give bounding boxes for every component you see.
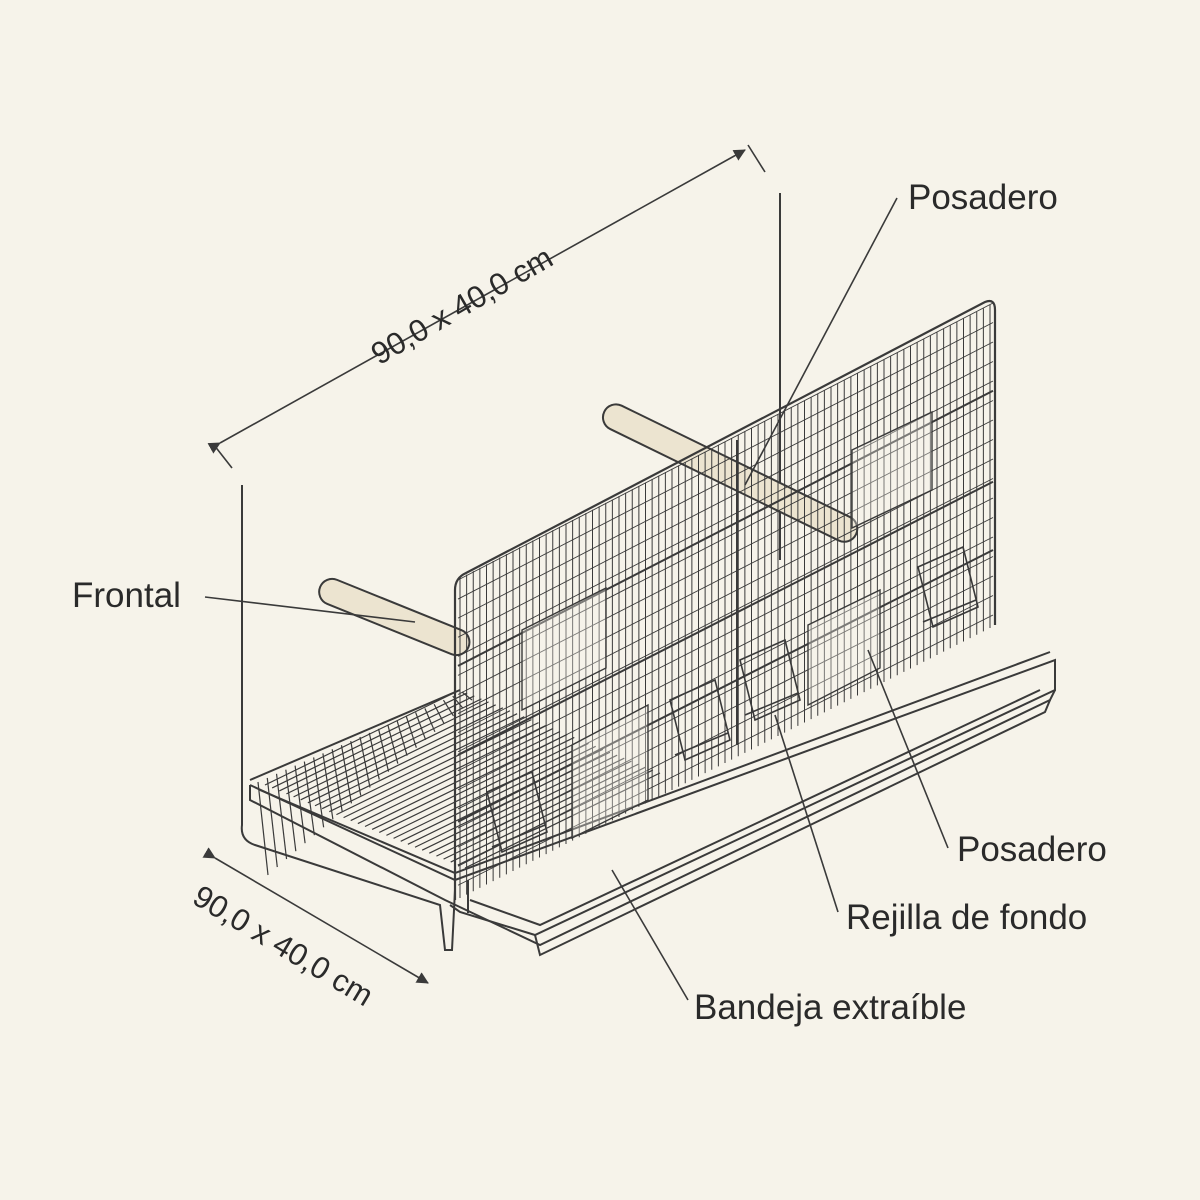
leader-rejilla — [774, 714, 839, 913]
perch-back — [601, 403, 859, 543]
feeders — [486, 545, 979, 854]
floor-bar — [433, 703, 445, 725]
floor-rod — [464, 772, 661, 869]
panel-division — [457, 480, 994, 756]
panel-division — [457, 389, 994, 667]
feeder-2 — [669, 678, 731, 762]
floor-rod — [371, 733, 568, 831]
label-rejilla: Rejilla de fondo — [846, 898, 1088, 937]
back-floor-edge — [249, 689, 461, 781]
panel-wire-h — [457, 575, 994, 848]
label-bandeja: Bandeja extraíble — [694, 988, 967, 1027]
floor-bar — [266, 777, 278, 868]
floor-rod — [271, 692, 468, 789]
floor-rod — [364, 730, 561, 828]
label-posadero-top: Posadero — [908, 178, 1058, 217]
panel-wire-h — [457, 341, 994, 619]
panel-wire-h — [457, 497, 994, 772]
label-leader-lines — [204, 197, 949, 1001]
perch-left — [318, 577, 471, 657]
floor-rod — [400, 745, 596, 842]
tray-edge — [467, 699, 1051, 957]
feeder-1 — [486, 770, 548, 854]
leader-posadero-right — [867, 649, 949, 849]
panel-wire-h — [457, 322, 994, 600]
back-frame — [240, 193, 781, 951]
floor-rod — [429, 757, 625, 854]
panel-wire-h — [457, 478, 994, 753]
floor-rod — [450, 766, 646, 863]
floor-rod — [314, 710, 511, 807]
front-panel — [453, 299, 997, 900]
floor-rod — [307, 707, 504, 804]
floor-rod — [329, 716, 525, 813]
feeder-4 — [917, 545, 979, 629]
door-upper-right — [851, 410, 933, 530]
panel-doors — [521, 410, 933, 840]
panel-wire-h — [457, 536, 994, 810]
floor-rod — [286, 698, 482, 795]
floor-bar — [294, 765, 306, 844]
floor-bar — [350, 740, 362, 796]
floor-rod — [379, 736, 575, 833]
floor-rod — [386, 739, 582, 836]
floor-bar — [340, 745, 353, 804]
floor-bar — [368, 732, 380, 780]
panel-wire-h — [457, 400, 994, 676]
door-lower-right — [807, 588, 881, 707]
floor-bar — [313, 757, 325, 828]
floor-rod — [343, 722, 539, 819]
dimension-top-tick-right — [747, 144, 766, 173]
door-lower-left — [571, 703, 649, 840]
dimension-lines — [202, 144, 766, 984]
floor-bar — [275, 773, 288, 860]
feeder-3 — [739, 638, 801, 722]
panel-wire-h — [457, 361, 994, 638]
floor-bar — [257, 781, 269, 876]
floor-rod — [321, 713, 518, 810]
leader-frontal — [204, 596, 416, 623]
floor-bar — [285, 769, 297, 852]
floor-rod — [264, 689, 461, 786]
floor-rod — [457, 769, 654, 866]
panel-wire-h — [457, 419, 994, 695]
panel-wire-h — [457, 595, 994, 867]
panel-wire-h — [457, 439, 994, 714]
leader-posadero-top — [744, 197, 898, 486]
label-posadero-right: Posadero — [957, 830, 1107, 869]
dimension-top-tick-left — [213, 444, 233, 469]
tray-base — [249, 689, 1056, 947]
left-frame-wire — [240, 485, 456, 951]
panel-wire-h — [457, 614, 994, 886]
floor-rod — [279, 695, 475, 792]
leader-bandeja — [611, 869, 689, 1001]
floor-rod — [336, 719, 532, 816]
door-upper-left — [521, 586, 607, 712]
dimension-bottom-line — [202, 847, 429, 984]
panel-wire-h — [457, 458, 994, 734]
dimension-top-line — [207, 149, 746, 454]
panel-wire-h — [457, 380, 994, 657]
panel-division — [457, 549, 994, 823]
tray-inner-lip — [469, 689, 1041, 927]
floor-rod — [300, 704, 496, 801]
floor-bar — [303, 761, 315, 836]
label-frontal: Frontal — [72, 576, 181, 615]
panel-wire-h — [457, 556, 994, 829]
floor-bar — [331, 749, 343, 812]
panel-wire-h — [457, 517, 994, 791]
